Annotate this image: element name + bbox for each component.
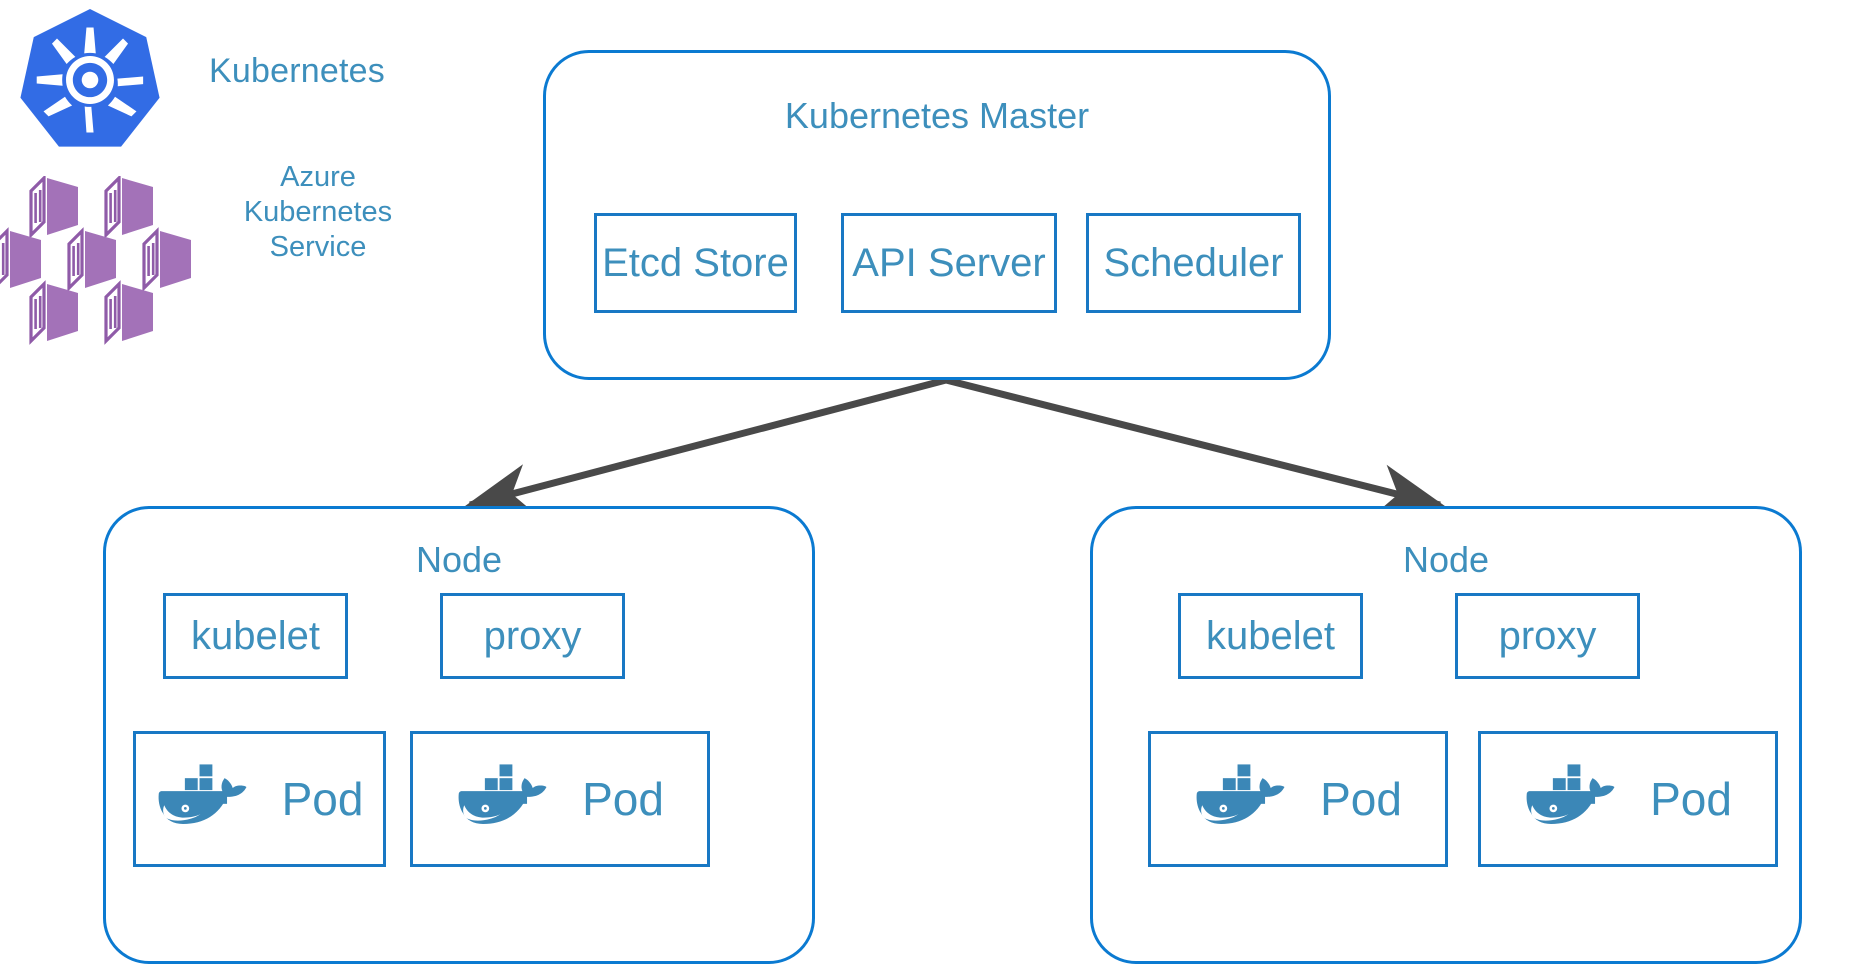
node-group-right[interactable]: Node kubelet proxy bbox=[1090, 506, 1802, 964]
node-right-pod-2[interactable]: Pod bbox=[1478, 731, 1778, 867]
node-left-daemon-kubelet[interactable]: kubelet bbox=[163, 593, 348, 679]
docker-whale-icon bbox=[1194, 757, 1304, 841]
docker-whale-icon bbox=[156, 757, 266, 841]
aks-legend-label-line3: Service bbox=[269, 231, 367, 263]
docker-whale-icon bbox=[1524, 757, 1634, 841]
node-right-pod-1-label: Pod bbox=[1320, 773, 1402, 825]
node-left-pod-2[interactable]: Pod bbox=[410, 731, 710, 867]
kubernetes-helm-logo-icon bbox=[14, 6, 166, 154]
node-right-daemon-proxy[interactable]: proxy bbox=[1455, 593, 1640, 679]
node-left-daemon-proxy[interactable]: proxy bbox=[440, 593, 625, 679]
master-component-api-server[interactable]: API Server bbox=[841, 213, 1057, 313]
docker-whale-icon bbox=[456, 757, 566, 841]
node-left-pod-1-label: Pod bbox=[281, 773, 364, 825]
arrow-master-to-node-right bbox=[945, 376, 1446, 515]
aks-legend-label: Azure Kubernetes Service bbox=[205, 160, 431, 265]
node-left-title: Node bbox=[415, 539, 503, 580]
node-left-pod-2-label: Pod bbox=[582, 773, 664, 825]
kubernetes-legend-label: Kubernetes bbox=[209, 52, 385, 90]
azure-kubernetes-service-logo-icon bbox=[0, 176, 208, 346]
aks-legend-label-line2: Kubernetes bbox=[243, 196, 393, 228]
master-component-etcd-store[interactable]: Etcd Store bbox=[594, 213, 797, 313]
node-left-pod-1[interactable]: Pod bbox=[133, 731, 386, 867]
kubernetes-master-title: Kubernetes Master bbox=[784, 95, 1090, 136]
node-right-daemon-kubelet[interactable]: kubelet bbox=[1178, 593, 1363, 679]
node-group-left[interactable]: Node kubelet proxy bbox=[103, 506, 815, 964]
master-component-scheduler[interactable]: Scheduler bbox=[1086, 213, 1301, 313]
aks-legend-label-line1: Azure bbox=[280, 161, 356, 193]
kubernetes-master-group[interactable]: Kubernetes Master Etcd Store API Server … bbox=[543, 50, 1331, 380]
arrow-master-to-node-left bbox=[464, 376, 947, 515]
node-right-pod-2-label: Pod bbox=[1650, 773, 1732, 825]
node-right-title: Node bbox=[1402, 539, 1490, 580]
node-right-pod-1[interactable]: Pod bbox=[1148, 731, 1448, 867]
